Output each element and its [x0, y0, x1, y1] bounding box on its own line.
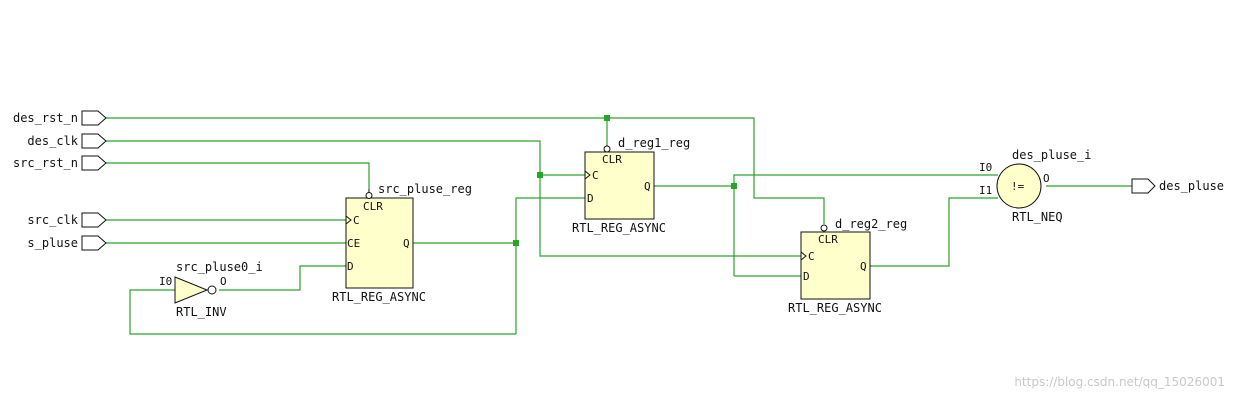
inverter-bubble	[207, 285, 217, 295]
instance-name: d_reg2_reg	[835, 217, 907, 231]
port-label: des_rst_n	[13, 111, 78, 125]
neq-symbol: !=	[1011, 180, 1025, 193]
register-body	[800, 231, 871, 300]
junction-dot	[513, 240, 519, 246]
cell-src-pluse-reg[interactable]: src_pluse_reg CLR C CE D Q RTL_REG_ASYNC	[332, 182, 472, 304]
clr-bubble	[603, 145, 611, 153]
clock-marker	[800, 251, 807, 261]
instance-name: des_pluse_i	[1012, 148, 1091, 162]
clock-marker	[584, 170, 591, 180]
port-des-rst-n[interactable]	[81, 110, 107, 126]
net-des-rst-n	[106, 117, 825, 224]
pin-q: Q	[860, 260, 867, 273]
pin-clr: CLR	[602, 153, 622, 166]
junction-dot	[537, 172, 543, 178]
net-src-rst-n	[106, 162, 370, 189]
net-src-q-feedback	[129, 289, 516, 335]
cell-des-pluse-i[interactable]: des_pluse_i != I0 I1 O RTL_NEQ	[979, 148, 1091, 224]
cell-src-pluse0-i[interactable]: src_pluse0_i I0 O RTL_INV	[159, 260, 263, 319]
pin-o: O	[220, 275, 227, 288]
cell-type: RTL_INV	[176, 305, 227, 319]
port-des-clk[interactable]	[81, 133, 107, 149]
net-inv-out	[219, 265, 346, 291]
cell-type: RTL_NEQ	[1012, 210, 1063, 224]
pin-clr: CLR	[363, 200, 383, 213]
pin-i0: I0	[159, 275, 172, 288]
port-des-pluse[interactable]	[1131, 178, 1156, 194]
pin-c: C	[592, 169, 599, 182]
register-body	[584, 151, 655, 220]
junctions	[513, 115, 737, 246]
junction-dot	[604, 115, 610, 121]
pin-clr: CLR	[818, 233, 838, 246]
port-label: des_pluse	[1159, 179, 1224, 193]
cell-type: RTL_REG_ASYNC	[788, 301, 882, 315]
net-d2-q	[870, 197, 998, 267]
pin-i1: I1	[979, 184, 992, 197]
watermark: https://blog.csdn.net/qq_15026001	[1014, 375, 1225, 389]
instance-name: src_pluse_reg	[378, 182, 472, 196]
neq-body	[996, 163, 1042, 209]
pin-c: C	[808, 250, 815, 263]
cell-d-reg2-reg[interactable]: d_reg2_reg CLR C D Q RTL_REG_ASYNC	[788, 217, 907, 315]
clock-marker	[345, 215, 352, 225]
instance-name: d_reg1_reg	[618, 136, 690, 150]
port-src-clk[interactable]	[81, 212, 107, 228]
pin-i0: I0	[979, 161, 992, 174]
port-label: src_rst_n	[13, 156, 78, 170]
cell-type: RTL_REG_ASYNC	[332, 290, 426, 304]
junction-dot	[731, 183, 737, 189]
instance-name: src_pluse0_i	[176, 260, 263, 274]
clr-bubble	[365, 192, 373, 199]
clr-bubble	[820, 224, 828, 232]
pin-d: D	[587, 192, 594, 205]
input-ports: des_rst_n des_clk src_rst_n src_clk s_pl…	[13, 110, 107, 251]
inverter-body	[174, 276, 209, 304]
port-label: des_clk	[27, 134, 78, 148]
net-d1-q-to-neq	[733, 174, 998, 276]
nets	[106, 117, 1132, 335]
port-label: src_clk	[27, 213, 78, 227]
port-src-rst-n[interactable]	[81, 155, 107, 171]
pin-o: O	[1043, 172, 1050, 185]
pin-ce: CE	[347, 237, 360, 250]
cell-type: RTL_REG_ASYNC	[572, 221, 666, 235]
pin-q: Q	[403, 237, 410, 250]
port-s-pluse[interactable]	[81, 235, 107, 251]
net-des-clk	[106, 140, 801, 257]
pin-q: Q	[644, 180, 651, 193]
pin-c: C	[353, 214, 360, 227]
register-body	[345, 197, 414, 289]
pin-d: D	[803, 270, 810, 283]
port-label: s_pluse	[27, 236, 78, 250]
output-ports: des_pluse	[1131, 178, 1224, 194]
pin-d: D	[347, 260, 354, 273]
net-src-q-to-d1	[515, 197, 585, 334]
cell-d-reg1-reg[interactable]: d_reg1_reg CLR C D Q RTL_REG_ASYNC	[572, 136, 690, 235]
